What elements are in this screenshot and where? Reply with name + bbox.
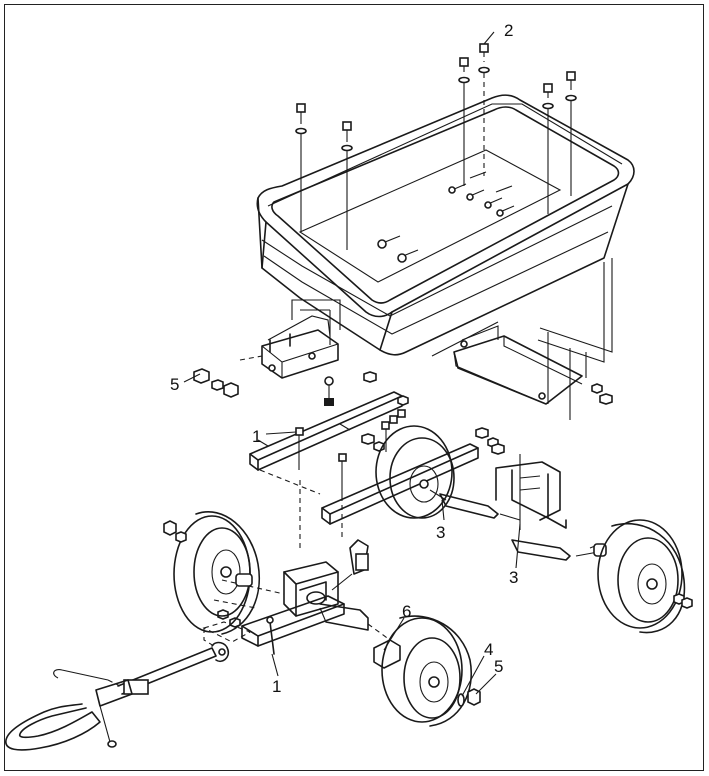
- callout-5-left: 5: [170, 375, 179, 394]
- callout-4: 4: [484, 640, 493, 659]
- callout-1-pin: 1: [272, 677, 281, 696]
- callout-3-left: 3: [436, 523, 445, 542]
- front-left-wheel: [163, 511, 260, 635]
- left-bed-bracket: [193, 299, 341, 406]
- rear-axle-assembly: [429, 454, 607, 561]
- callout-leaders: [183, 31, 521, 697]
- diagram-frame: [4, 4, 704, 771]
- callout-2: 2: [504, 21, 513, 40]
- frame-rails: [249, 371, 505, 548]
- pull-handle: [5, 609, 252, 751]
- front-right-wheel: [373, 615, 481, 727]
- callout-6: 6: [402, 602, 411, 621]
- callout-1-rail: 1: [252, 427, 261, 446]
- rear-right-wheel: [597, 519, 693, 634]
- center-wheel: [375, 425, 455, 519]
- callout-labels: 2 5 1 3 3 6 1 4 5: [170, 21, 518, 696]
- floor-bolts: [377, 171, 515, 263]
- top-bolts: [295, 43, 577, 250]
- front-steering-assembly: [213, 539, 391, 655]
- wagon-bed: [256, 94, 635, 356]
- callout-5-right: 5: [494, 657, 503, 676]
- callout-3-right: 3: [509, 568, 518, 587]
- right-bed-bracket: [431, 258, 613, 420]
